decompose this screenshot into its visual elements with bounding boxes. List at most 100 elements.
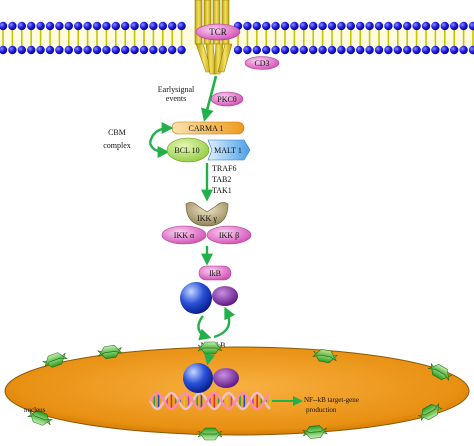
membrane-head-inner — [17, 45, 26, 55]
membrane-head-outer — [64, 21, 74, 31]
ikb-node: IkB — [198, 265, 232, 281]
membrane-head-inner — [384, 45, 393, 55]
dna-helix — [148, 391, 271, 411]
membrane-head-outer — [139, 21, 149, 31]
membrane-head-outer — [468, 21, 474, 31]
arrow-nucleus-to-nfkb — [213, 306, 236, 339]
nucleus-label: nucleus — [24, 406, 46, 414]
membrane-head-outer — [393, 21, 402, 31]
membrane-head-outer — [17, 21, 26, 31]
malt1-node: MALT 1 — [207, 139, 251, 161]
membrane-head-outer — [177, 21, 186, 31]
tcr-receptor: TCR — [194, 0, 241, 75]
cell-membrane — [0, 21, 474, 55]
carma1-node: CARMA 1 — [171, 121, 245, 135]
membrane-head-outer — [271, 21, 280, 31]
arrow-cbm-to-carma — [148, 122, 174, 144]
nuclear-pore — [427, 363, 453, 381]
membrane-head-outer — [27, 21, 36, 31]
dna-strand — [148, 391, 271, 411]
membrane-head-inner — [252, 45, 261, 55]
ikk-beta-label: IKK β — [219, 231, 239, 240]
nuclear-nfkb-p50-subunit — [213, 368, 239, 388]
membrane-head-outer — [440, 21, 449, 31]
membrane-head-outer — [356, 21, 365, 31]
ikk-alpha-node: IKK α — [161, 225, 207, 245]
membrane-head-inner — [45, 45, 55, 55]
membrane-head-outer — [450, 21, 459, 31]
membrane-head-inner — [130, 45, 139, 55]
membrane-head-inner — [168, 45, 177, 55]
membrane-head-outer — [309, 21, 318, 31]
nuclear-pore — [42, 352, 68, 368]
membrane-head-inner — [83, 45, 92, 55]
tak1-label: TAK1 — [212, 186, 232, 195]
ikk-gamma-node: IKK γ — [185, 202, 229, 227]
membrane-head-inner — [412, 45, 421, 55]
membrane-head-outer — [83, 21, 92, 31]
membrane-head-inner — [318, 45, 327, 55]
early-signal-label-line1: Earlysignal — [158, 85, 195, 94]
membrane-head-inner — [393, 45, 402, 55]
membrane-head-outer — [36, 21, 45, 31]
membrane-head-outer — [102, 21, 111, 31]
membrane-head-outer — [149, 21, 158, 31]
membrane-head-outer — [421, 21, 431, 31]
membrane-head-outer — [158, 21, 167, 31]
membrane-head-outer — [45, 21, 55, 31]
membrane-head-inner — [374, 45, 384, 55]
membrane-head-inner — [92, 45, 102, 55]
traf6-label: TRAF6 — [212, 164, 236, 173]
membrane-head-inner — [243, 45, 252, 55]
membrane-head-inner — [346, 45, 355, 55]
pkc-theta-node: PKCθ — [210, 91, 244, 107]
nuclear-pores — [27, 341, 453, 441]
membrane-head-inner — [102, 45, 111, 55]
membrane-head-inner — [431, 45, 440, 55]
membrane-head-inner — [337, 45, 346, 55]
membrane-head-outer — [412, 21, 421, 31]
membrane-head-inner — [440, 45, 449, 55]
membrane-head-inner — [309, 45, 318, 55]
membrane-head-outer — [252, 21, 261, 31]
membrane-head-inner — [450, 45, 459, 55]
membrane-head-outer — [327, 21, 337, 31]
membrane-head-inner — [262, 45, 271, 55]
membrane-head-inner — [356, 45, 365, 55]
early-signal-label-line2: events — [166, 94, 186, 103]
nfkb-p65-sphere — [180, 282, 212, 314]
membrane-head-inner — [27, 45, 36, 55]
membrane-head-outer — [0, 21, 8, 31]
membrane-head-inner — [177, 45, 186, 55]
membrane-head-outer — [121, 21, 130, 31]
membrane-head-inner — [149, 45, 158, 55]
membrane-head-outer — [374, 21, 384, 31]
membrane-head-inner — [290, 45, 299, 55]
ikk-beta-node: IKK β — [206, 225, 252, 245]
membrane-head-inner — [64, 45, 74, 55]
membrane-head-inner — [36, 45, 45, 55]
cbm-label-line2: complex — [103, 141, 131, 150]
ikk-alpha-label: IKK α — [174, 231, 195, 240]
membrane-head-inner — [271, 45, 280, 55]
nuclear-pore — [197, 427, 223, 441]
arrow-nfkb-into-nucleus — [204, 351, 215, 366]
malt1-label: MALT 1 — [214, 146, 242, 155]
nuclear-pore — [97, 345, 123, 359]
carma1-label: CARMA 1 — [189, 124, 224, 133]
membrane-head-inner — [327, 45, 337, 55]
arrow-cbm-to-bcl10 — [148, 142, 170, 158]
nucleus: nucleus — [4, 341, 470, 441]
membrane-head-inner — [365, 45, 374, 55]
nuclear-pore — [312, 348, 338, 364]
membrane-head-inner — [233, 45, 243, 55]
membrane-head-inner — [74, 45, 83, 55]
membrane-head-inner — [121, 45, 130, 55]
membrane-head-outer — [346, 21, 355, 31]
membrane-head-outer — [243, 21, 252, 31]
membrane-head-inner — [8, 45, 17, 55]
membrane-head-outer — [168, 21, 177, 31]
cd3-node: CD3 — [244, 56, 280, 70]
membrane-head-outer — [8, 21, 17, 31]
